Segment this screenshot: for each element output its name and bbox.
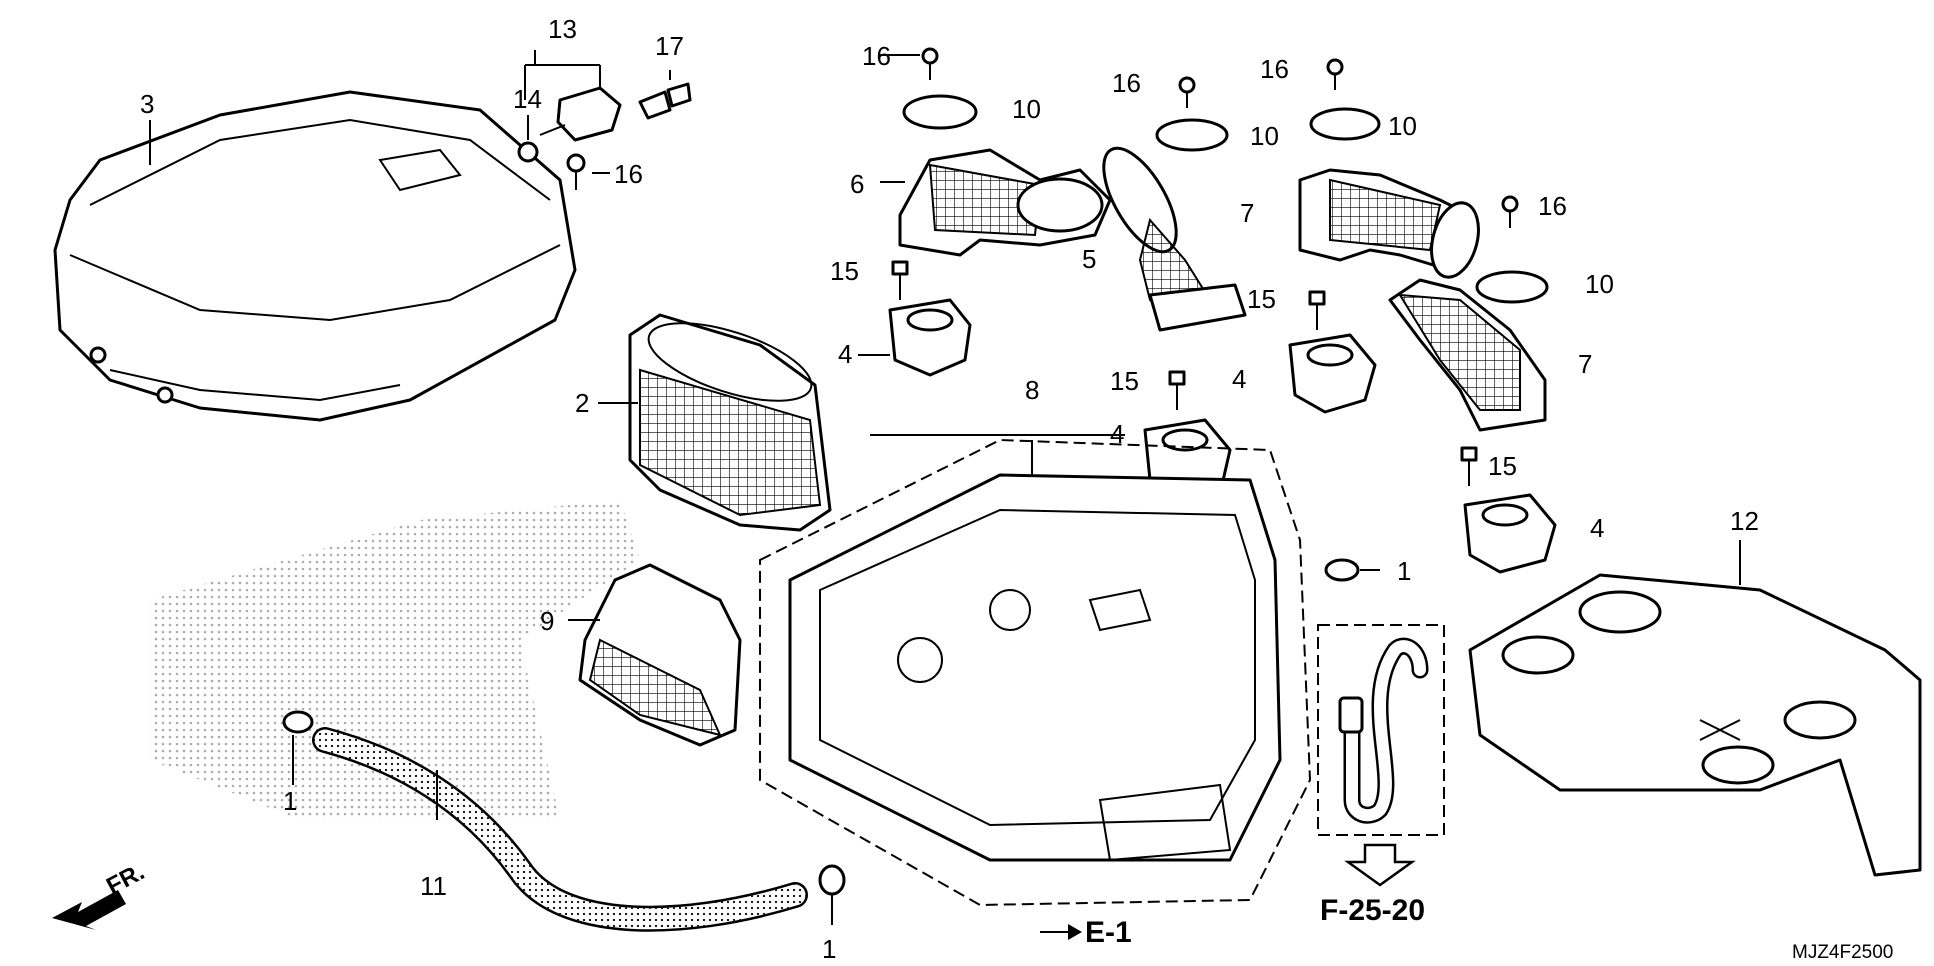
part-3-air-cleaner-cover (53, 90, 577, 422)
part-17-bolt (666, 82, 692, 108)
callout-label: 1 (1397, 556, 1411, 586)
callout-label: 12 (1730, 506, 1759, 536)
callout-label: 6 (850, 169, 864, 199)
part-13-sensor (539, 86, 672, 142)
front-label: FR. (102, 858, 149, 900)
part-6-air-funnel (898, 148, 1112, 257)
part-8-air-cleaner-housing (759, 438, 1312, 907)
callout-label: 7 (1240, 198, 1254, 228)
f-25-20-reference: F-25-20 (1320, 843, 1425, 927)
callout-label: 15 (1488, 451, 1517, 481)
callout-label: 7 (1578, 349, 1592, 379)
callout-label: 4 (1590, 513, 1604, 543)
callout-label: 2 (575, 388, 589, 418)
callout-label: 5 (1082, 244, 1096, 274)
part-14-washer (517, 141, 539, 163)
e-1-reference-label: E-1 (1085, 916, 1132, 949)
part-11-drain-hose (312, 727, 808, 932)
background-ghost-shading (150, 500, 640, 820)
callout-label: 3 (140, 89, 154, 119)
leader-lines (149, 50, 1741, 925)
part-12-guard-plate (1468, 573, 1922, 877)
callout-label: 16 (1538, 191, 1567, 221)
continuation-arrow-icon (1344, 843, 1416, 887)
callout-label: 11 (420, 871, 447, 901)
f-25-20-hose-inset (1317, 624, 1445, 836)
e-1-reference: E-1 (1040, 916, 1132, 949)
callout-label: 14 (513, 84, 542, 114)
part-5-air-funnel (1102, 146, 1247, 332)
callout-label: 16 (1112, 68, 1141, 98)
callout-label: 4 (1232, 364, 1246, 394)
callout-label: 15 (1247, 284, 1276, 314)
part-16-screws (566, 47, 1519, 228)
part-10-clamps (902, 94, 1549, 304)
front-direction-arrow-icon (52, 890, 126, 930)
callout-label: 10 (1388, 111, 1417, 141)
part-2-air-filter-element (628, 313, 832, 532)
callout-label: 1 (822, 934, 836, 964)
callout-label: 9 (540, 606, 554, 636)
part-9-element-holder (578, 563, 742, 747)
front-direction-indicator: FR. (52, 858, 149, 930)
callout-label: 16 (614, 159, 643, 189)
callout-label: 10 (1585, 269, 1614, 299)
part-7-air-funnels (1298, 168, 1547, 432)
callout-label: 4 (1110, 419, 1124, 449)
diagram-code: MJZ4F2500 (1792, 942, 1893, 963)
callout-labels: 1 1 1 2 3 4 4 4 4 5 6 7 7 8 9 10 10 10 1… (140, 14, 1759, 964)
part-1-hose-clips (282, 558, 1360, 896)
callout-label: 16 (1260, 54, 1289, 84)
callout-label: 1 (283, 786, 297, 816)
part-15-bolts (891, 260, 1478, 486)
callout-label: 17 (655, 31, 684, 61)
callout-label: 15 (1110, 366, 1139, 396)
callout-label: 10 (1250, 121, 1279, 151)
callout-label: 8 (1025, 375, 1039, 405)
callout-label: 13 (548, 14, 577, 44)
callout-label: 10 (1012, 94, 1041, 124)
callout-label: 16 (862, 41, 891, 71)
callout-label: 4 (838, 339, 852, 369)
f-25-20-reference-label: F-25-20 (1320, 894, 1425, 927)
callout-label: 15 (830, 256, 859, 286)
